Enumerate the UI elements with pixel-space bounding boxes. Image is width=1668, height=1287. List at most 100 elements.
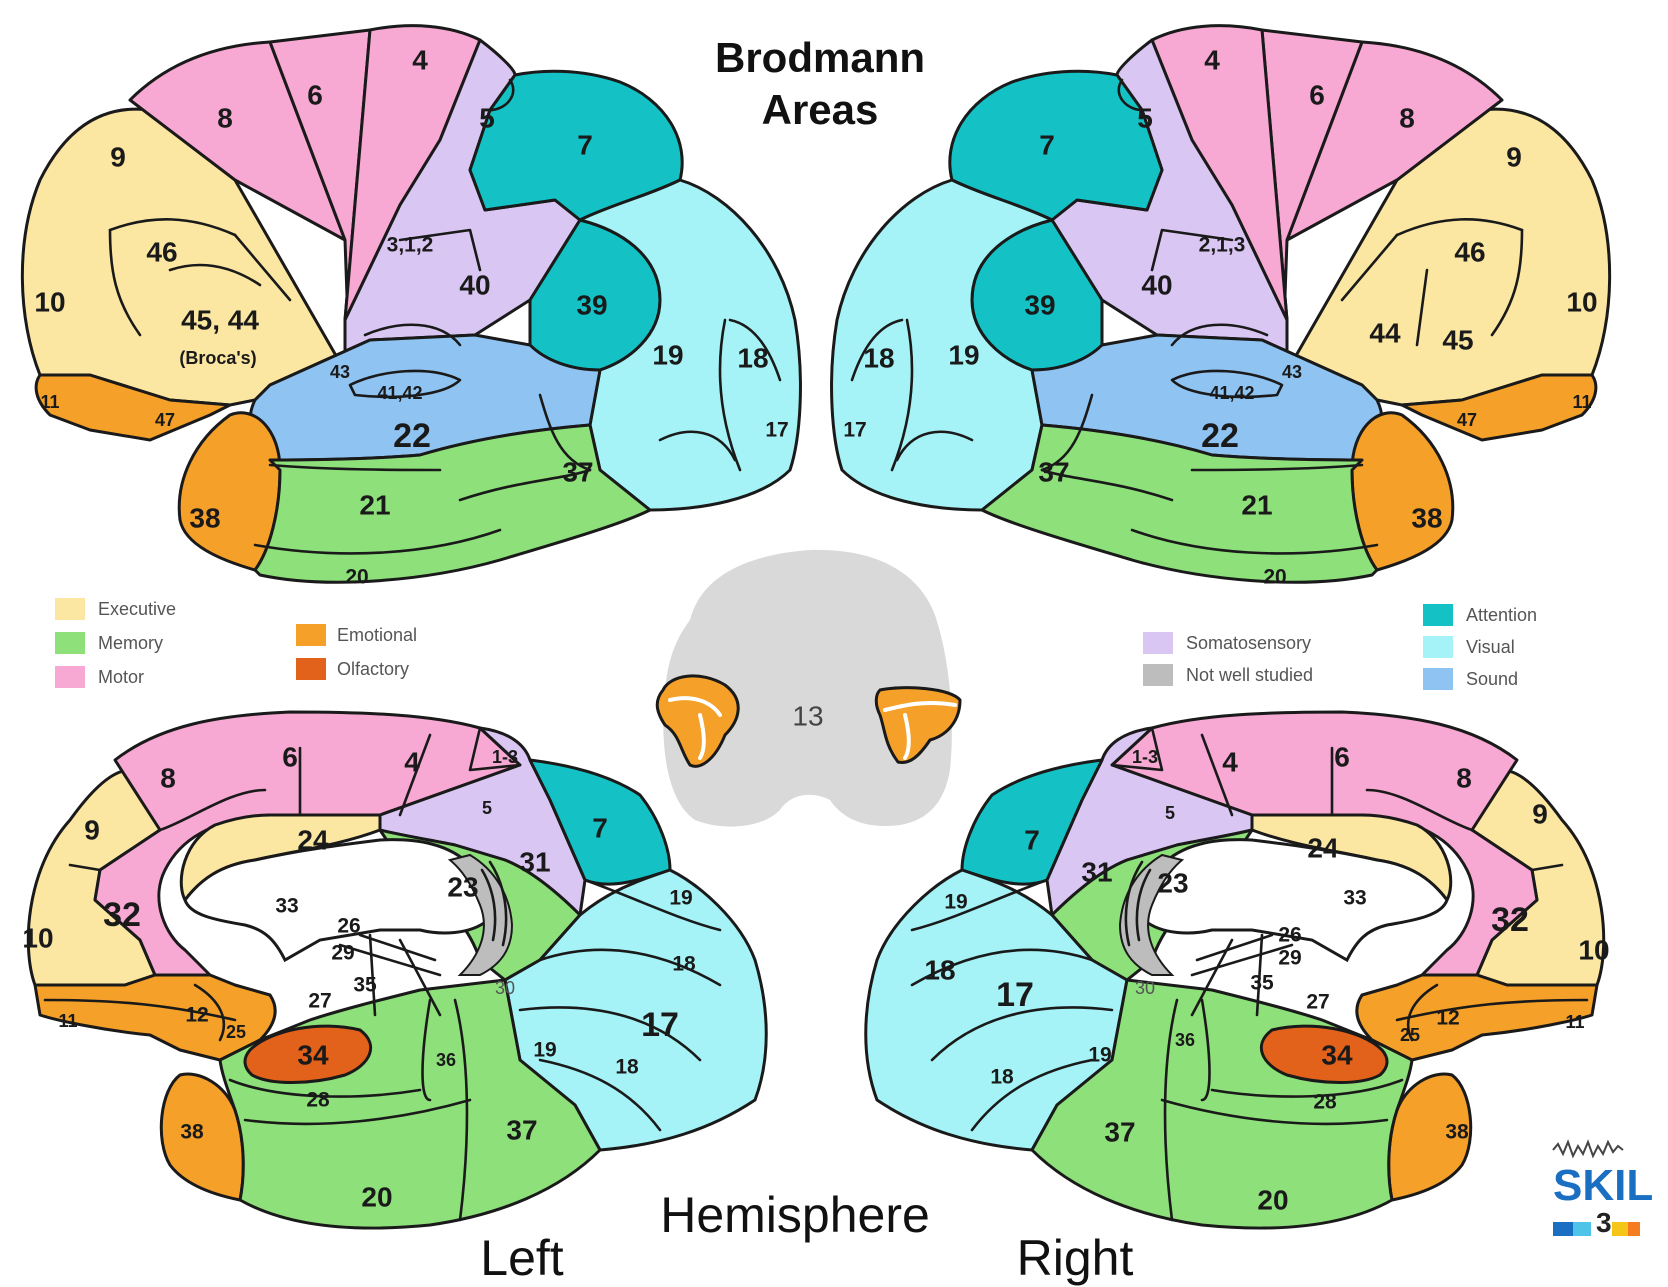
label-33: 33 <box>275 895 298 918</box>
label-11: 11 <box>1572 392 1591 412</box>
label-46: 46 <box>1454 237 1485 268</box>
label-6: 6 <box>1334 742 1350 773</box>
label-11: 11 <box>58 1011 77 1031</box>
label-24: 24 <box>1307 833 1339 864</box>
label-4: 4 <box>412 45 428 76</box>
diagram-title: Brodmann Areas <box>715 34 925 133</box>
label-21: 21 <box>359 490 390 521</box>
label-35: 35 <box>1250 972 1274 995</box>
region-memory-left-lateral <box>253 423 652 584</box>
left-medial-labels: 6 4 8 1-3 5 7 9 24 31 10 32 33 23 19 26 … <box>22 742 696 1213</box>
label-8: 8 <box>217 103 233 134</box>
legend-swatch-somatosensory <box>1143 632 1173 654</box>
label-37: 37 <box>506 1115 537 1146</box>
label-11: 11 <box>40 392 59 412</box>
logo-text: SKIL <box>1553 1161 1653 1210</box>
region-visual-left-lateral <box>578 178 802 512</box>
label-8: 8 <box>160 763 176 794</box>
label-7: 7 <box>1039 130 1055 161</box>
label-19: 19 <box>669 887 692 910</box>
label-37: 37 <box>562 457 593 488</box>
legend-swatch-attention <box>1423 604 1453 626</box>
label-24: 24 <box>297 825 329 856</box>
label-18: 18 <box>672 953 696 976</box>
label-39: 39 <box>576 290 607 321</box>
label-18: 18 <box>924 955 955 986</box>
label-10: 10 <box>1578 935 1609 966</box>
label-25: 25 <box>226 1022 246 1042</box>
label-45: 45 <box>1442 325 1473 356</box>
label-33: 33 <box>1343 887 1366 910</box>
left-lateral-brain <box>20 24 802 584</box>
label-19: 19 <box>652 340 683 371</box>
label-18: 18 <box>737 343 768 374</box>
label-46: 46 <box>146 237 177 268</box>
label-28: 28 <box>1313 1091 1337 1114</box>
label-41-42: 41,42 <box>1209 383 1254 403</box>
label-19: 19 <box>1088 1044 1111 1067</box>
legend-label-executive: Executive <box>98 599 176 619</box>
label-18: 18 <box>615 1056 639 1079</box>
label-36: 36 <box>1175 1030 1195 1050</box>
label-38: 38 <box>1445 1121 1469 1144</box>
label-40: 40 <box>1141 270 1172 301</box>
legend-label-somatosensory: Somatosensory <box>1186 633 1311 653</box>
label-39: 39 <box>1024 290 1055 321</box>
label-19: 19 <box>944 891 967 914</box>
right-lateral-brain <box>830 24 1612 584</box>
label-20: 20 <box>1257 1185 1288 1216</box>
label-brocas: (Broca's) <box>179 348 256 368</box>
label-20: 20 <box>361 1182 392 1213</box>
label-26: 26 <box>1278 924 1301 947</box>
label-32: 32 <box>1491 901 1529 939</box>
legend-label-olfactory: Olfactory <box>337 659 409 679</box>
hemisphere-right-label: Right <box>1017 1230 1134 1286</box>
label-10: 10 <box>34 287 65 318</box>
label-23: 23 <box>447 872 478 903</box>
hemisphere-left-label: Left <box>480 1230 564 1286</box>
right-medial-labels: 1-3 4 6 8 5 7 9 31 23 24 33 19 32 10 26 … <box>924 742 1609 1216</box>
label-9: 9 <box>1532 799 1548 830</box>
label-8: 8 <box>1456 763 1472 794</box>
label-26: 26 <box>337 915 360 938</box>
label-43: 43 <box>330 362 350 382</box>
label-38: 38 <box>180 1121 204 1144</box>
label-27: 27 <box>1306 991 1329 1014</box>
label-5: 5 <box>1165 803 1175 823</box>
insula-coronal: 13 <box>655 549 962 827</box>
label-36: 36 <box>436 1050 456 1070</box>
label-7: 7 <box>577 130 593 161</box>
label-7: 7 <box>592 813 608 844</box>
label-9: 9 <box>1506 142 1522 173</box>
label-5: 5 <box>482 798 492 818</box>
label-6: 6 <box>1309 80 1325 111</box>
label-31: 31 <box>1081 857 1112 888</box>
hemisphere-center-label: Hemisphere <box>660 1187 930 1243</box>
label-22: 22 <box>393 417 431 455</box>
logo-bar-orange <box>1628 1222 1640 1236</box>
label-17: 17 <box>843 419 866 442</box>
region-emotional-left-lateral <box>34 373 232 442</box>
label-19: 19 <box>948 340 979 371</box>
legend-label-motor: Motor <box>98 667 144 687</box>
label-5: 5 <box>479 103 495 134</box>
label-29: 29 <box>331 942 354 965</box>
right-medial-brain <box>864 710 1606 1230</box>
label-4: 4 <box>404 747 420 778</box>
title-line2: Areas <box>762 86 879 133</box>
label-1-3: 1-3 <box>492 747 518 767</box>
region-attention-7-left-medial <box>528 758 672 886</box>
label-28: 28 <box>306 1089 330 1112</box>
skil-logo: SKIL 3 <box>1552 1139 1653 1238</box>
label-47: 47 <box>1457 410 1477 430</box>
right-lateral-labels: 4 6 8 9 46 10 44 45 11 47 5 7 2,1,3 40 3… <box>843 45 1597 589</box>
label-32: 32 <box>103 896 141 934</box>
label-18: 18 <box>990 1066 1014 1089</box>
label-27: 27 <box>308 990 331 1013</box>
label-45-44: 45, 44 <box>181 305 259 336</box>
label-6: 6 <box>282 742 298 773</box>
label-11: 11 <box>1565 1012 1584 1032</box>
legend-label-emotional: Emotional <box>337 625 417 645</box>
legend-right: Somatosensory Not well studied Attention… <box>1143 604 1537 690</box>
label-20: 20 <box>345 566 368 589</box>
